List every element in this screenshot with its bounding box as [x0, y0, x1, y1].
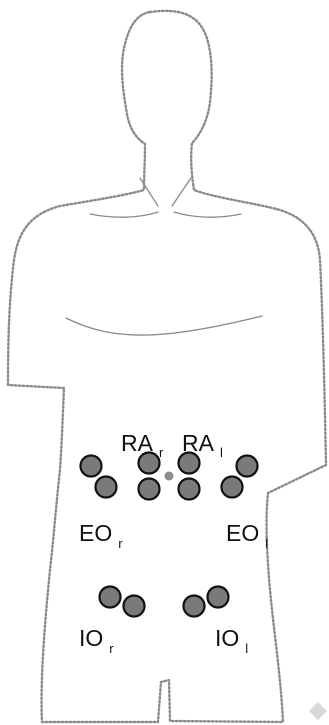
- electrode-eo-right-upper: [81, 456, 102, 477]
- label-io-right-main: IO: [79, 625, 103, 651]
- electrode-ra-left-lower: [179, 479, 200, 500]
- label-ra-left-main: RA: [182, 430, 215, 456]
- label-ra-left: RA l: [182, 430, 223, 460]
- label-io-left-main: IO: [215, 625, 239, 651]
- electrode-io-left-lower: [184, 596, 205, 617]
- clavicle-right: [90, 212, 158, 217]
- label-eo-right-sub: r: [118, 536, 123, 551]
- corner-diamond-mark: [309, 702, 327, 720]
- clavicle-left: [174, 212, 241, 217]
- label-eo-right: EO r: [79, 520, 123, 551]
- electrode-io-left-upper: [208, 587, 229, 608]
- label-eo-right-main: EO: [79, 520, 112, 546]
- label-ra-left-sub: l: [220, 445, 223, 460]
- electrode-ra-right-lower: [139, 479, 160, 500]
- label-eo-left: EO l: [226, 520, 268, 551]
- label-eo-left-main: EO: [226, 520, 259, 546]
- label-ra-right-sub: r: [159, 445, 164, 460]
- neck-line-left: [172, 178, 191, 206]
- body-outline: [8, 11, 326, 722]
- neck-line-right: [140, 178, 158, 206]
- label-io-right-sub: r: [109, 641, 114, 656]
- label-ra-right-main: RA: [121, 430, 154, 456]
- reference-electrode: [165, 472, 174, 481]
- chest-line: [66, 316, 262, 335]
- electrode-eo-left-upper: [237, 456, 258, 477]
- label-io-left-sub: l: [245, 641, 248, 656]
- electrode-eo-right-lower: [96, 477, 117, 498]
- label-io-left: IO l: [215, 625, 248, 656]
- electrode-io-right-lower: [124, 596, 145, 617]
- electrode-eo-left-lower: [222, 477, 243, 498]
- label-io-right: IO r: [79, 625, 114, 656]
- label-eo-left-sub: l: [265, 536, 268, 551]
- electrode-io-right-upper: [100, 587, 121, 608]
